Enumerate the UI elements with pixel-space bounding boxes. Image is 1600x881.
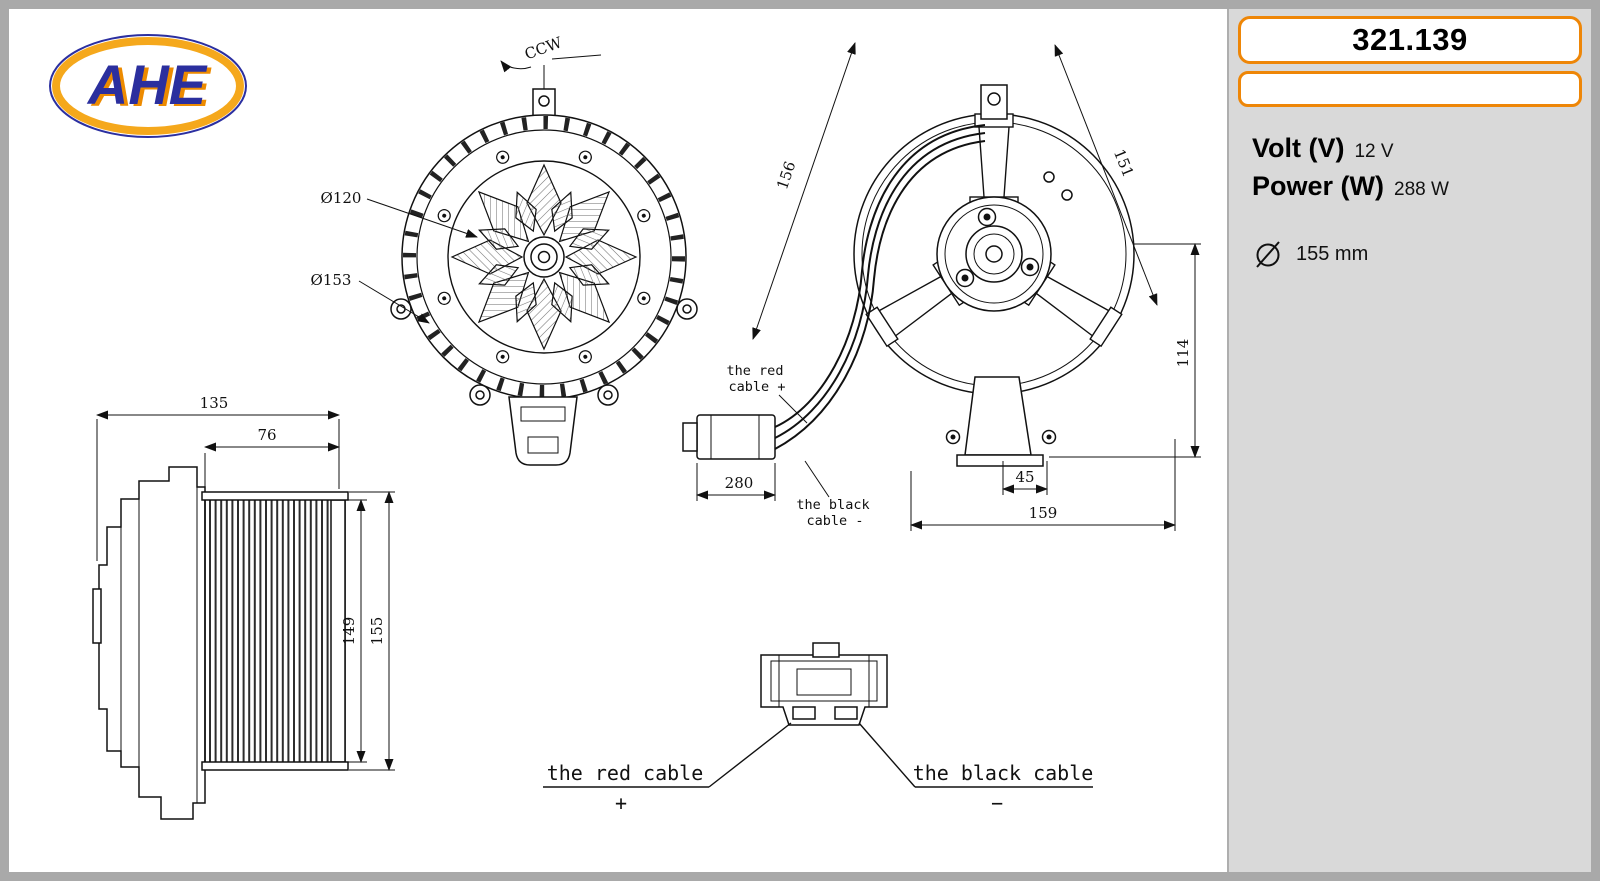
dim-135: 135 [200,394,229,412]
part-number-box: 321.139 [1238,16,1582,64]
red-cable-callout-line2: cable + [729,379,786,395]
fan-blade-ring [403,116,685,398]
drawing-area: CCW Ø120 Ø153 [9,9,1227,872]
diameter-icon [1256,241,1280,268]
black-cable-callout-line1: the black [796,497,869,513]
power-label: Power (W) [1252,171,1384,201]
connector-detail: the red cable + the black cable − [543,642,1094,815]
fan-star [435,148,653,366]
front-view: CCW Ø120 Ø153 [311,33,698,466]
power-row: Power (W) 288 W [1252,171,1582,202]
volt-label: Volt (V) [1252,133,1345,163]
dim-149: 149 [340,617,358,646]
diameter-value: 155 mm [1296,242,1369,265]
power-value: 288 W [1394,179,1449,200]
logo-gold-ring [52,37,244,135]
part-number: 321.139 [1352,22,1468,57]
volt-row: Volt (V) 12 V [1252,133,1582,164]
dim-156: 156 [773,159,799,192]
motor-profile [98,466,206,820]
info-sidebar: 321.139 Volt (V) 12 V Power (W) 288 W 15… [1227,9,1591,872]
red-cable-callout-line1: the red [727,363,784,379]
diameter-row: 155 mm [1252,238,1582,270]
dim-76: 76 [257,426,276,444]
logo-text: AHE [86,53,208,116]
hub-bolts [955,207,1040,288]
dim-159: 159 [1029,504,1058,522]
side-view: 135 76 149 155 [92,394,395,820]
black-cable-sign: − [991,791,1003,815]
side-dimensions: 135 76 149 155 [96,394,395,771]
dim-155: 155 [368,617,386,646]
reference-box-empty [1238,71,1582,107]
dim-151: 151 [1110,146,1137,179]
fan-cage [201,491,349,771]
technical-drawing: CCW Ø120 Ø153 [92,33,1201,820]
wire-connector [682,414,776,460]
dim-114: 114 [1174,339,1192,368]
red-cable-sign: + [615,791,627,815]
rear-view: 156 151 114 45 159 [682,42,1201,531]
red-cable-label: the red cable [547,761,704,785]
cable-callouts: the red cable + the black cable - [727,363,870,529]
volt-value: 12 V [1354,141,1394,162]
front-connector [508,396,578,466]
mounting-tabs [390,298,698,406]
motor-wires [774,124,986,450]
dim-280: 280 [725,474,754,492]
motor-foot [945,376,1057,467]
logo-text-shadow: AHE [90,55,212,118]
dim-outer-diameter: Ø153 [311,271,352,289]
black-cable-label: the black cable [913,761,1094,785]
brand-logo: AHE AHE [47,33,249,144]
dim-hub-diameter: Ø120 [321,189,362,207]
dim-45: 45 [1015,468,1034,486]
spec-list: Volt (V) 12 V Power (W) 288 W [1252,133,1582,202]
black-cable-callout-line2: cable - [807,513,864,529]
